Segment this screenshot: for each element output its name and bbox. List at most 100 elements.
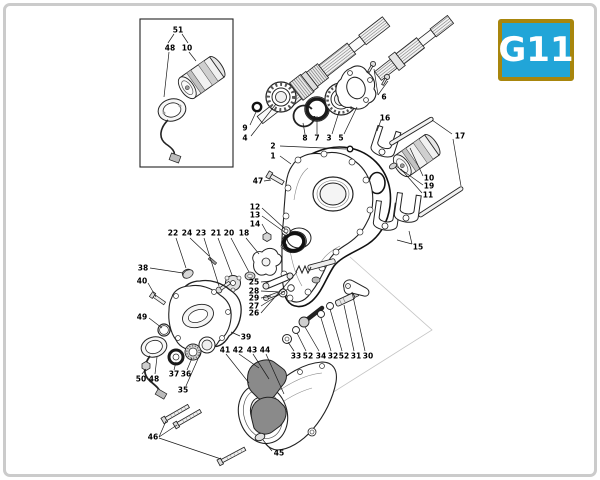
side-cover bbox=[168, 284, 232, 354]
callout-22: 22 bbox=[168, 229, 178, 238]
callout-33: 33 bbox=[291, 352, 301, 361]
callout-24: 24 bbox=[182, 229, 192, 238]
callout-40: 40 bbox=[137, 277, 147, 286]
gasket-vent-ring bbox=[346, 145, 354, 153]
cover-bolt bbox=[148, 291, 167, 306]
callout-28: 28 bbox=[249, 287, 259, 296]
callout-47: 47 bbox=[253, 177, 263, 186]
callout-15: 15 bbox=[413, 243, 423, 252]
washer-hole bbox=[284, 336, 290, 342]
gear-lever bbox=[298, 305, 325, 328]
callout-12: 12 bbox=[250, 203, 260, 212]
input-shaft bbox=[256, 16, 391, 125]
callout-3: 3 bbox=[326, 134, 331, 143]
callout-49: 49 bbox=[137, 313, 147, 322]
callout-42: 42 bbox=[233, 346, 243, 355]
snap-ring bbox=[292, 104, 316, 128]
knurled-ring bbox=[184, 343, 202, 361]
fork-rod-lower bbox=[418, 186, 464, 218]
washer bbox=[287, 284, 295, 292]
callout-1: 1 bbox=[270, 152, 275, 161]
callout-21: 21 bbox=[211, 229, 221, 238]
bearing-retainer-plate bbox=[335, 65, 377, 110]
gearbox-housing bbox=[280, 150, 374, 303]
callout-10: 10 bbox=[182, 44, 192, 53]
callout-48: 48 bbox=[149, 375, 159, 384]
o-ring bbox=[157, 323, 171, 337]
callout-39: 39 bbox=[241, 333, 251, 342]
washer-small bbox=[281, 226, 291, 236]
housing-bolt-bosses bbox=[280, 150, 374, 302]
callout-14: 14 bbox=[250, 220, 260, 229]
callout-45: 45 bbox=[274, 449, 284, 458]
callout-32: 32 bbox=[328, 352, 338, 361]
callout-23: 23 bbox=[196, 229, 206, 238]
washer bbox=[292, 326, 300, 334]
diagram-code-badge: G11 bbox=[498, 19, 574, 81]
roller bbox=[244, 271, 256, 281]
output-shaft bbox=[374, 14, 455, 81]
cap-bolt bbox=[141, 361, 151, 371]
callout-20: 20 bbox=[224, 229, 234, 238]
callout-26: 26 bbox=[249, 309, 259, 318]
inset-cap bbox=[157, 98, 187, 164]
selector-star bbox=[224, 275, 242, 293]
callout-48: 48 bbox=[165, 44, 175, 53]
fork-rod-upper bbox=[389, 116, 434, 146]
callout-34: 34 bbox=[316, 352, 326, 361]
leader-lines bbox=[141, 33, 462, 460]
callout-52: 52 bbox=[339, 352, 349, 361]
callout-6: 6 bbox=[381, 93, 386, 102]
callout-41: 41 bbox=[220, 346, 230, 355]
callout-29: 29 bbox=[249, 294, 259, 303]
washer bbox=[326, 302, 334, 310]
ball-ring bbox=[251, 101, 263, 113]
rubber-cover-lower bbox=[250, 396, 287, 435]
selector-lever bbox=[262, 272, 294, 290]
callout-27: 27 bbox=[249, 302, 259, 311]
callout-25: 25 bbox=[249, 278, 259, 287]
callout-30: 30 bbox=[363, 352, 373, 361]
callout-43: 43 bbox=[247, 346, 257, 355]
return-spring bbox=[295, 264, 312, 275]
bell-crank bbox=[343, 279, 370, 297]
callout-17: 17 bbox=[455, 132, 465, 141]
washer bbox=[317, 310, 325, 318]
lower-seal bbox=[281, 230, 307, 254]
callout-8: 8 bbox=[302, 134, 307, 143]
callout-9: 9 bbox=[242, 124, 247, 133]
callout-18: 18 bbox=[239, 229, 249, 238]
cover-bolt-long bbox=[216, 445, 247, 467]
breather-plug bbox=[254, 432, 266, 442]
diagram-code-text: G11 bbox=[498, 30, 574, 70]
callout-16: 16 bbox=[380, 114, 390, 123]
cover-pellet bbox=[182, 269, 194, 279]
plunger bbox=[311, 276, 321, 284]
callout-19: 19 bbox=[424, 182, 434, 191]
callout-36: 36 bbox=[181, 370, 191, 379]
housing-pin bbox=[307, 258, 336, 271]
callout-10: 10 bbox=[424, 174, 434, 183]
housing-bolt bbox=[265, 170, 285, 186]
callout-13: 13 bbox=[250, 211, 260, 220]
callout-31: 31 bbox=[351, 352, 361, 361]
callout-51: 51 bbox=[173, 26, 183, 35]
callout-35: 35 bbox=[178, 386, 188, 395]
callout-4: 4 bbox=[242, 134, 247, 143]
shift-fork-right bbox=[393, 192, 422, 225]
roller-bearing bbox=[265, 81, 297, 113]
callout-2: 2 bbox=[270, 142, 275, 151]
selector-claw bbox=[252, 247, 283, 276]
rubber-cover-upper bbox=[247, 359, 287, 401]
spring-pin bbox=[207, 256, 218, 266]
inset-box bbox=[139, 18, 234, 168]
callout-50: 50 bbox=[136, 375, 146, 384]
callout-37: 37 bbox=[169, 370, 179, 379]
callout-11: 11 bbox=[423, 191, 433, 200]
sensor-cap bbox=[140, 336, 168, 400]
callout-46: 46 bbox=[148, 433, 158, 442]
retainer-screws bbox=[367, 61, 390, 86]
